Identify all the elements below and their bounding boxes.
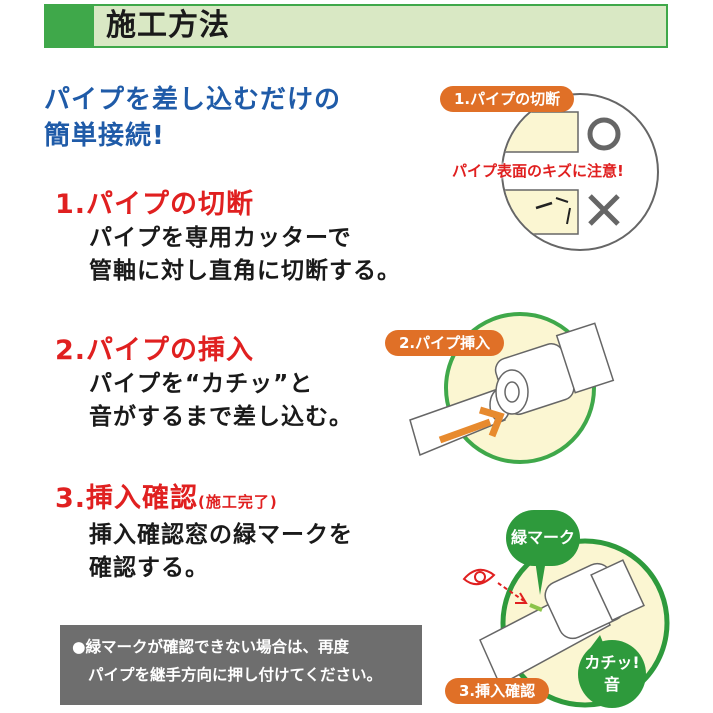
step-1-line-1: パイプを専用カッターで: [89, 225, 352, 251]
cut-illustration: [501, 93, 659, 251]
caution-note: ●緑マークが確認できない場合は、再度 パイプを継手方向に押し付けてください。: [60, 625, 422, 705]
header-accent-bar: [46, 6, 94, 46]
bad-cross-icon: [588, 194, 620, 226]
step-3-heading-text: 3.挿入確認: [55, 483, 199, 514]
eye-icon: [462, 568, 496, 586]
scratch-warning: パイプ表面のキズに注意!: [452, 162, 624, 180]
step-3-line-1: 挿入確認窓の緑マークを: [89, 522, 353, 548]
step-2-line-2: 音がするまで差し込む。: [89, 404, 353, 430]
note-line-2: パイプを継手方向に押し付けてください。: [88, 666, 383, 684]
step-1-line-2: 管軸に対し直角に切断する。: [89, 258, 401, 284]
good-circle-icon: [587, 117, 621, 151]
click-label: カチッ!: [584, 653, 640, 672]
lead-text: パイプを差し込むだけの 簡単接続!: [44, 82, 341, 154]
fig2-badge: 2.パイプ挿入: [385, 330, 505, 356]
step-1-body: パイプを専用カッターで 管軸に対し直角に切断する。: [89, 222, 401, 288]
step-1-heading: 1.パイプの切断: [55, 189, 255, 220]
fig1-badge: 1.パイプの切断: [440, 86, 575, 112]
section-header: 施工方法: [44, 4, 668, 48]
fig3-badge: 3.挿入確認: [445, 678, 550, 704]
step-3-line-2: 確認する。: [89, 555, 209, 581]
step-3-heading: 3.挿入確認(施工完了): [55, 482, 353, 519]
click-sound-bubble: カチッ! 音: [578, 640, 646, 708]
step-1: 1.パイプの切断 パイプを専用カッターで 管軸に対し直角に切断する。: [55, 188, 401, 288]
step-2-body: パイプを“カチッ”と 音がするまで差し込む。: [89, 368, 353, 434]
sound-label: 音: [603, 675, 620, 694]
lead-line-1: パイプを差し込むだけの: [44, 85, 342, 115]
step-3-heading-note: (施工完了): [198, 493, 278, 511]
step-3-body: 挿入確認窓の緑マークを 確認する。: [89, 519, 353, 585]
step-3: 3.挿入確認(施工完了) 挿入確認窓の緑マークを 確認する。: [55, 482, 353, 585]
page-title: 施工方法: [106, 8, 230, 43]
step-2: 2.パイプの挿入 パイプを“カチッ”と 音がするまで差し込む。: [55, 334, 353, 434]
lead-line-2: 簡単接続!: [44, 121, 165, 151]
note-line-1: ●緑マークが確認できない場合は、再度: [72, 638, 350, 656]
step-2-heading: 2.パイプの挿入: [55, 335, 255, 366]
green-mark-bubble: 緑マーク: [506, 510, 580, 566]
step-2-line-1: パイプを“カチッ”と: [89, 371, 314, 397]
